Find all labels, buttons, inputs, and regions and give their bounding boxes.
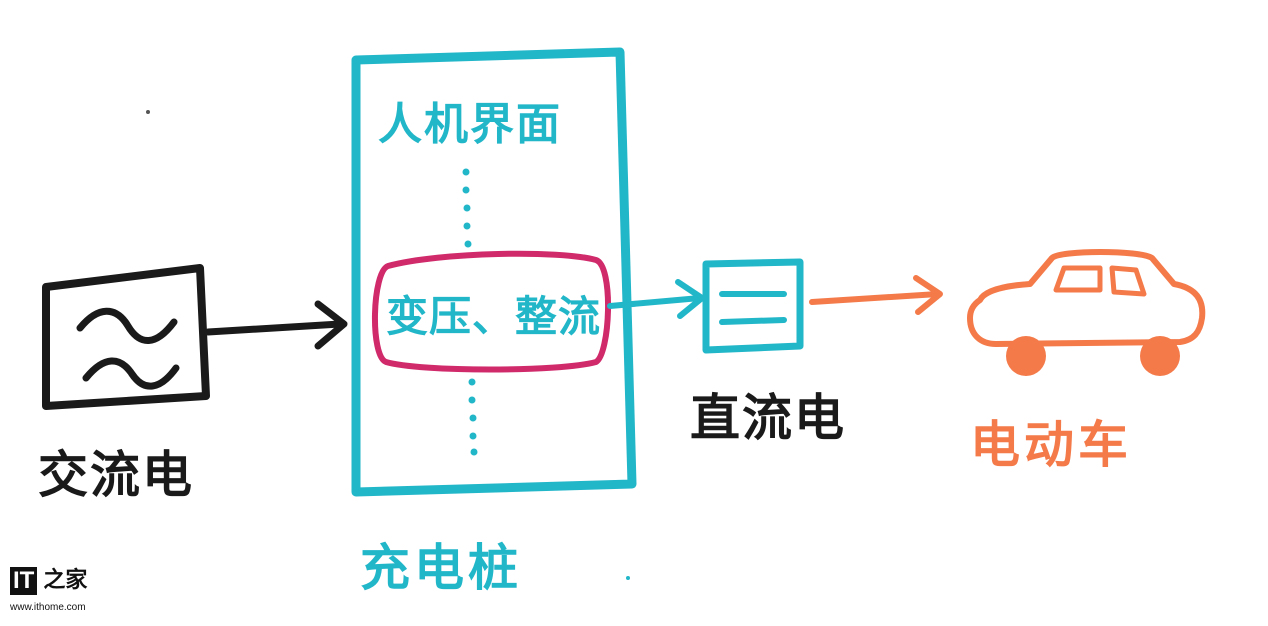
transform-rectify-box bbox=[371, 250, 611, 373]
ac-source-box bbox=[42, 264, 210, 410]
ithome-logo-home: 之家 bbox=[43, 568, 88, 593]
pile-to-dc-arrow bbox=[607, 279, 705, 319]
ac-to-pile-arrow bbox=[204, 300, 348, 350]
dc-source-box bbox=[702, 258, 804, 354]
hmi-label: 人机界面 bbox=[378, 99, 562, 150]
charging-pile-label: 充电桩 bbox=[360, 539, 522, 597]
dc-to-car-arrow bbox=[809, 275, 943, 315]
charging-pile-box bbox=[351, 47, 637, 497]
ac-power-label: 交流电 bbox=[38, 446, 194, 504]
ithome-url: www.ithome.com bbox=[10, 602, 86, 613]
dotted-connector-bottom bbox=[468, 378, 478, 456]
car-front-wheel bbox=[1006, 336, 1046, 376]
sine-wave-icon bbox=[76, 307, 180, 390]
ithome-watermark: IT 之家 www.ithome.com bbox=[10, 566, 110, 618]
ithome-logo-it: IT bbox=[10, 567, 38, 595]
electric-vehicle-label: 电动车 bbox=[970, 416, 1132, 474]
dotted-connector-top bbox=[462, 168, 472, 248]
ithome-logo: IT 之家 bbox=[10, 566, 87, 596]
transform-rectify-label: 变压、整流 bbox=[386, 292, 602, 341]
car-rear-wheel bbox=[1140, 336, 1180, 376]
car-icon bbox=[967, 249, 1206, 376]
dc-equals-icon bbox=[719, 291, 787, 325]
dc-power-label: 直流电 bbox=[690, 389, 846, 447]
